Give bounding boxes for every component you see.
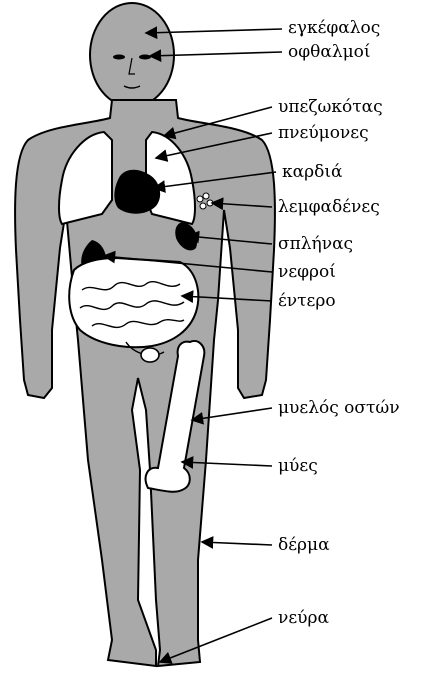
left-eye <box>113 55 125 60</box>
label-muscles: μύες <box>278 456 318 476</box>
label-heart: καρδιά <box>282 162 343 182</box>
label-intestine: έντερο <box>278 291 336 311</box>
label-nerves: νεύρα <box>278 608 329 628</box>
label-bone-marrow: μυελός οστών <box>278 398 400 418</box>
label-kidneys: νεφροί <box>278 262 336 282</box>
label-spleen: σπλήνας <box>278 234 353 254</box>
label-eyes: οφθαλμοί <box>288 42 371 62</box>
label-thymus: υπεζωκότας <box>278 97 383 117</box>
label-lymph-nodes: λεμφαδένες <box>278 197 380 217</box>
labels: εγκέφαλος οφθαλμοί υπεζωκότας πνεύμονες … <box>278 18 400 628</box>
label-lungs: πνεύμονες <box>278 123 369 143</box>
right-eye <box>139 55 151 60</box>
label-brain: εγκέφαλος <box>288 18 380 38</box>
label-skin: δέρμα <box>278 535 330 555</box>
